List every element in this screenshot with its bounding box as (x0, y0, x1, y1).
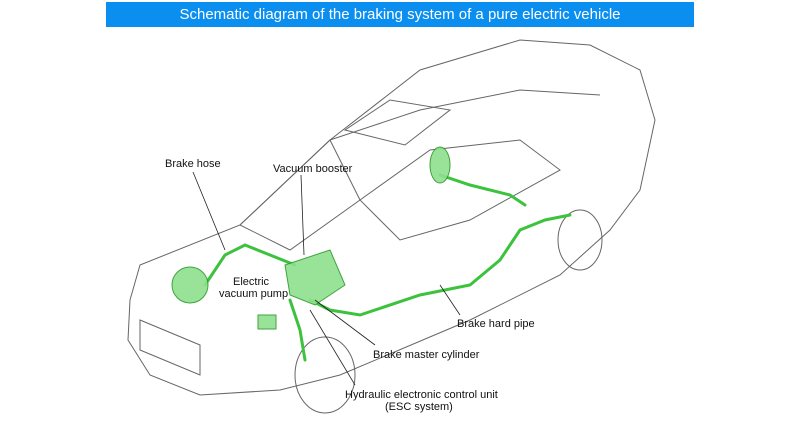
label-brake-hose: Brake hose (165, 158, 221, 170)
label-brake-hard-pipe: Brake hard pipe (457, 318, 535, 330)
leader-brake-hose (192, 171, 226, 251)
leader-master-cylinder (314, 299, 376, 346)
label-vacuum-booster: Vacuum booster (273, 163, 353, 175)
label-electric-vacuum-pump-line1: Electric (233, 276, 270, 288)
leader-vacuum-booster (300, 174, 305, 256)
front-wheel (294, 336, 356, 414)
front-right-line (288, 298, 307, 362)
label-electric-vacuum-pump-line2: vacuum pump (219, 288, 289, 300)
rear-line (438, 173, 527, 207)
roof-line (329, 89, 601, 141)
rear-left-brake (429, 146, 451, 184)
leader-hcu (309, 309, 356, 386)
leader-brake-hard-pipe (439, 284, 461, 316)
brake-hose-line (203, 243, 297, 287)
brake-hard-pipe-line (308, 213, 572, 317)
windshield (239, 139, 361, 251)
electric-vacuum-pump-shape (257, 314, 277, 330)
grille (139, 319, 201, 376)
side-windows (359, 139, 561, 241)
label-brake-master-cylinder: Brake master cylinder (373, 349, 480, 361)
vacuum-booster-shape (284, 249, 346, 306)
sunroof (343, 99, 452, 146)
label-hcu-line1: Hydraulic electronic control unit (345, 389, 498, 401)
rear-wheel (557, 209, 603, 271)
front-left-brake (171, 266, 209, 304)
title-banner: Schematic diagram of the braking system … (106, 2, 694, 27)
label-hcu-line2: (ESC system) (385, 401, 453, 413)
